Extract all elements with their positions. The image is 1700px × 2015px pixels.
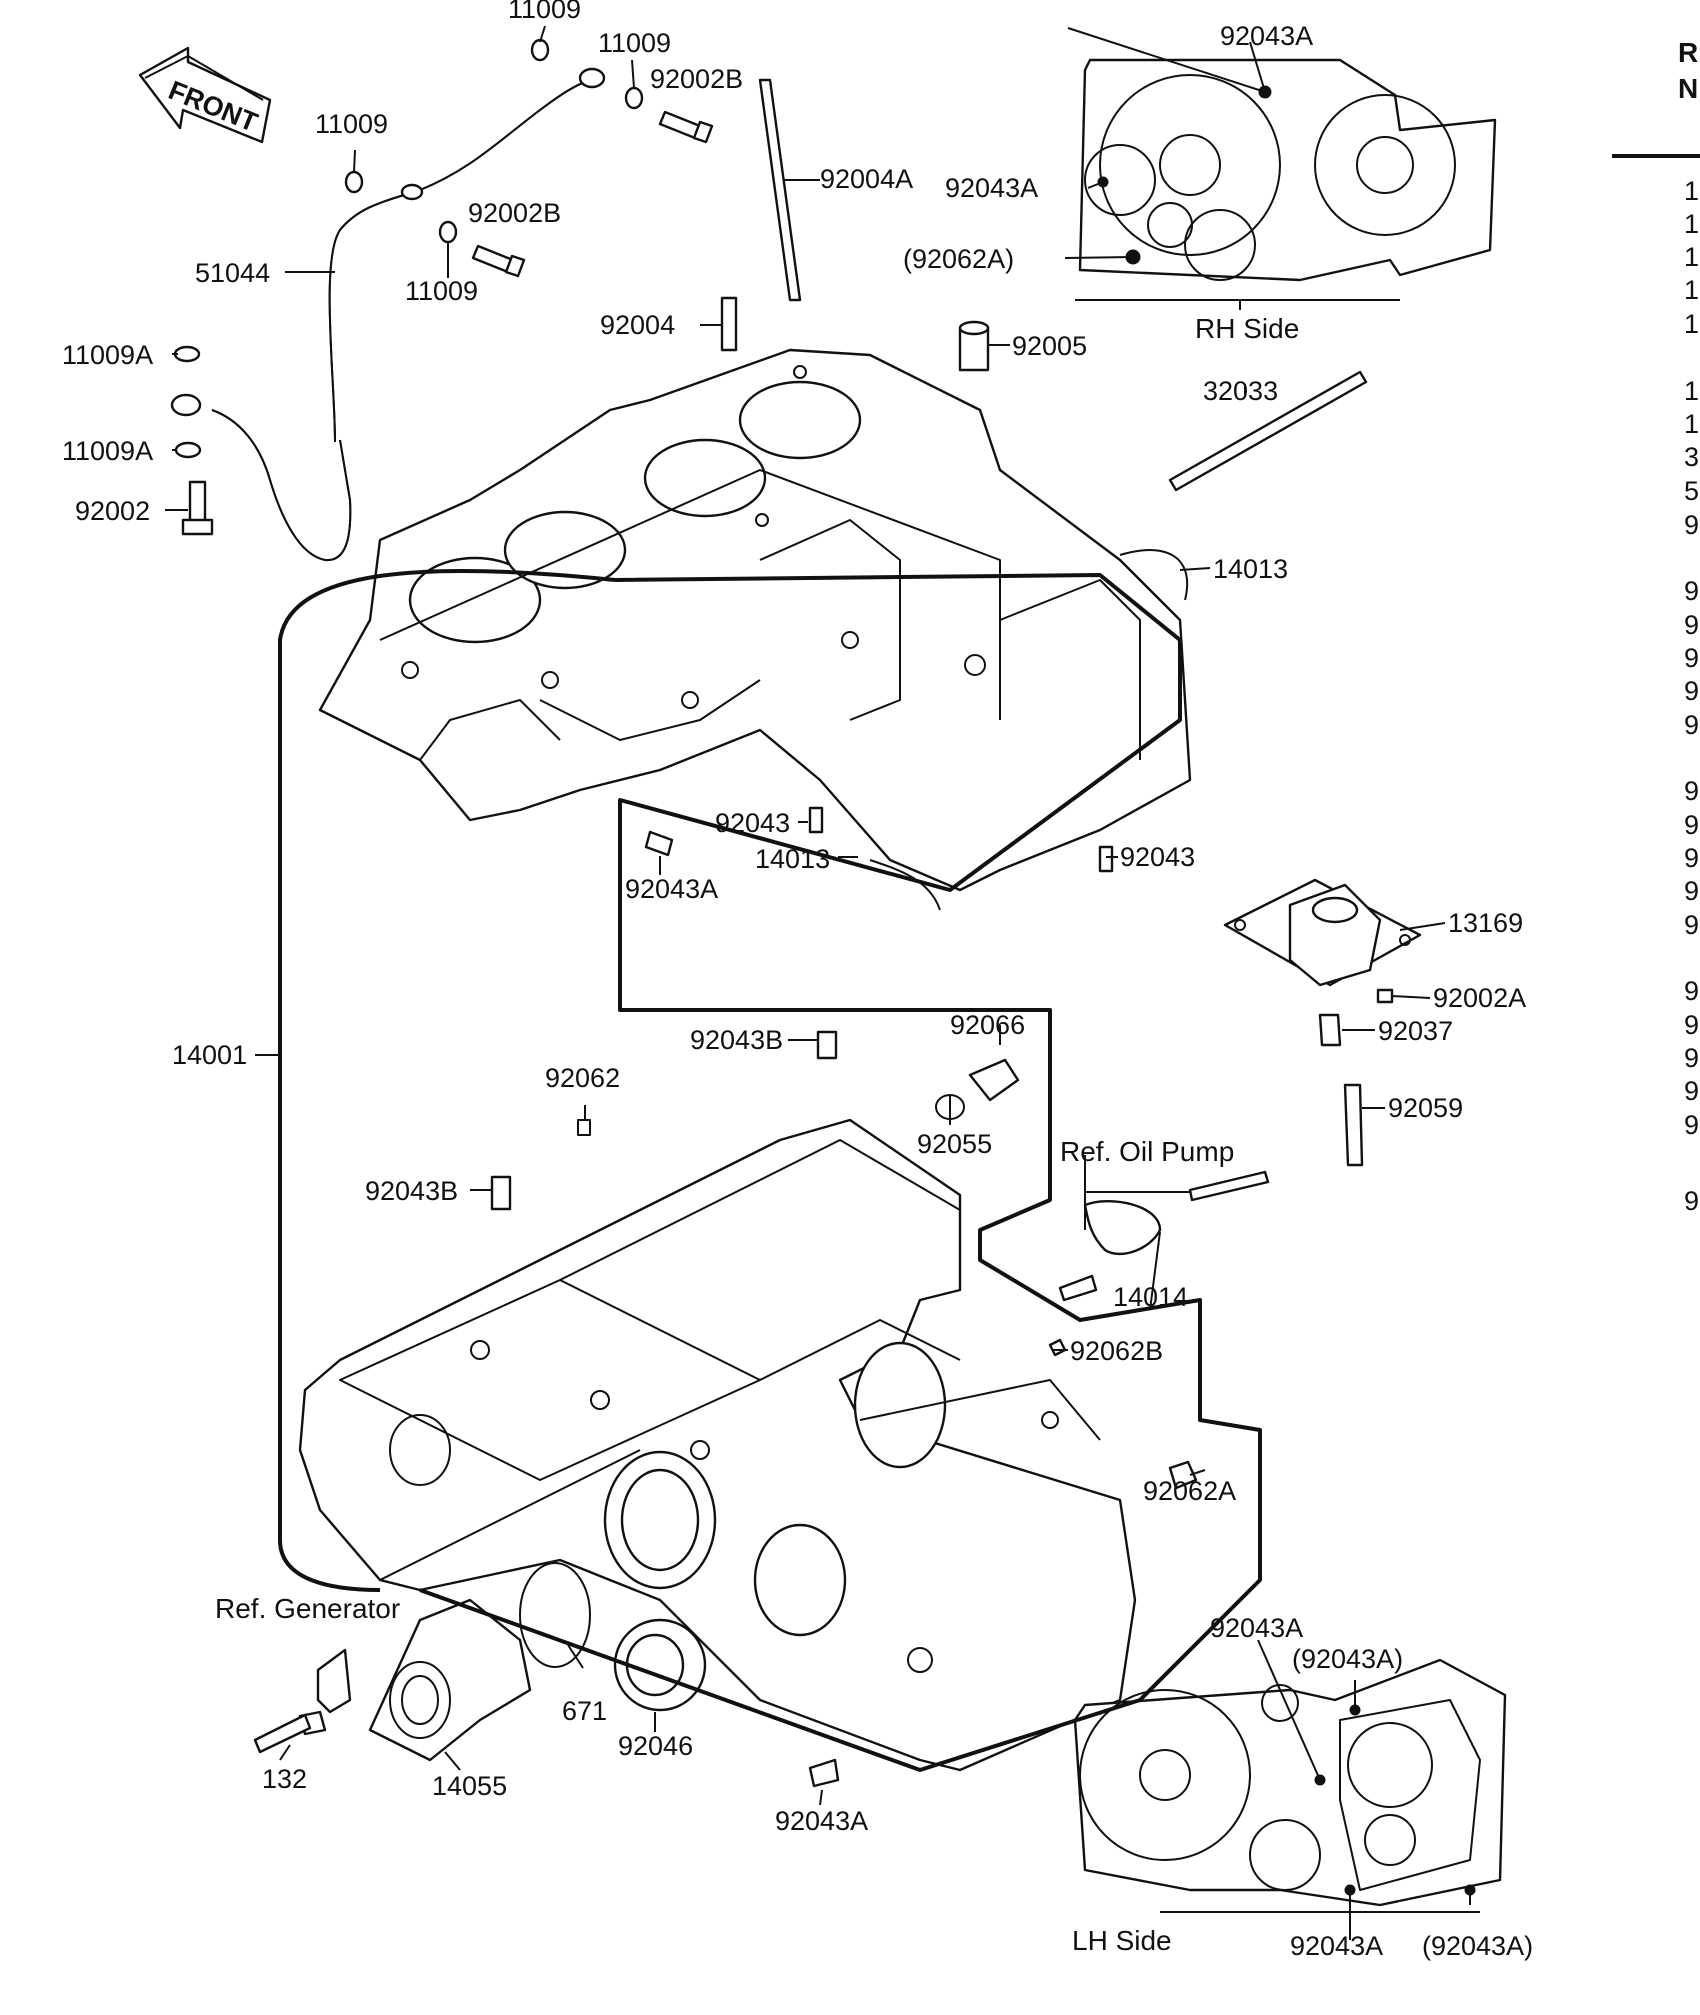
column-digit: 9 xyxy=(1684,1186,1699,1216)
column-digit: 9 xyxy=(1684,910,1699,940)
label-51044: 51044 xyxy=(195,258,270,288)
column-head-2: N xyxy=(1678,73,1698,104)
label-11009A-b: 11009A xyxy=(62,436,153,466)
label-lh-92043A-d: (92043A) xyxy=(1422,1931,1533,1961)
label-rh-side: RH Side xyxy=(1195,313,1299,344)
label-92046: 92046 xyxy=(618,1731,693,1761)
label-92002A: 92002A xyxy=(1433,983,1526,1013)
column-digit: 9 xyxy=(1684,1110,1699,1140)
column-digit: 9 xyxy=(1684,776,1699,806)
column-digit: 9 xyxy=(1684,676,1699,706)
column-digit: 9 xyxy=(1684,1076,1699,1106)
column-digit: 9 xyxy=(1684,510,1699,540)
column-digit: 9 xyxy=(1684,576,1699,606)
part-labels: 11009 11009 92002B 11009 92002B 11009 51… xyxy=(62,0,1533,1961)
label-92062: 92062 xyxy=(545,1063,620,1093)
oil-hose xyxy=(170,67,606,562)
column-digit: 9 xyxy=(1684,876,1699,906)
column-digit: 9 xyxy=(1684,610,1699,640)
label-92062B: 92062B xyxy=(1070,1336,1163,1366)
label-92005: 92005 xyxy=(1012,331,1087,361)
label-13169: 13169 xyxy=(1448,908,1523,938)
lh-side-inset xyxy=(1073,1658,1507,1907)
label-14001: 14001 xyxy=(172,1040,247,1070)
column-digit: 5 xyxy=(1684,476,1699,506)
column-digit: 9 xyxy=(1684,976,1699,1006)
label-671: 671 xyxy=(562,1696,607,1726)
label-32033: 32033 xyxy=(1203,376,1278,406)
label-92043B-a: 92043B xyxy=(690,1025,783,1055)
label-14014: 14014 xyxy=(1113,1282,1188,1312)
label-92002B-a: 92002B xyxy=(650,64,743,94)
label-92043A-up: 92043A xyxy=(625,874,718,904)
column-digit: 1 xyxy=(1684,242,1699,272)
label-11009-top: 11009 xyxy=(508,0,581,24)
label-ref-generator: Ref. Generator xyxy=(215,1593,400,1624)
bearing-shells xyxy=(869,549,1189,911)
dowels-upper xyxy=(644,806,1114,873)
column-digit: 1 xyxy=(1684,309,1699,339)
label-lh-92043A-a: 92043A xyxy=(1210,1613,1303,1643)
label-92059: 92059 xyxy=(1388,1093,1463,1123)
oil-pump xyxy=(1223,878,1422,1167)
label-92043A-low: 92043A xyxy=(775,1806,868,1836)
label-92037: 92037 xyxy=(1378,1016,1453,1046)
column-digit: 9 xyxy=(1684,1010,1699,1040)
column-digit: 9 xyxy=(1684,643,1699,673)
label-11009A-a: 11009A xyxy=(62,340,153,370)
generator-cover-parts xyxy=(253,1562,707,1762)
label-92043-b: 92043 xyxy=(1120,842,1195,872)
front-arrow-icon: FRONT xyxy=(138,46,272,144)
label-92062A: 92062A xyxy=(1143,1476,1236,1506)
column-head-1: R xyxy=(1678,37,1698,68)
upper-crankcase xyxy=(318,348,1192,892)
label-14013-b: 14013 xyxy=(755,844,830,874)
group-outline-upper xyxy=(278,568,1262,1772)
column-digit: 1 xyxy=(1684,275,1699,305)
label-11009-a: 11009 xyxy=(598,28,671,58)
column-digit: 1 xyxy=(1684,209,1699,239)
column-digit: 1 xyxy=(1684,409,1699,439)
label-92002B-b: 92002B xyxy=(468,198,561,228)
label-14013-a: 14013 xyxy=(1213,554,1288,584)
column-digit: 3 xyxy=(1684,442,1699,472)
column-digit: 9 xyxy=(1684,710,1699,740)
column-digit: 9 xyxy=(1684,843,1699,873)
rh-side-inset xyxy=(1078,58,1497,282)
label-92043-a: 92043 xyxy=(715,808,790,838)
label-132: 132 xyxy=(262,1764,307,1794)
label-rh-92043A-a: 92043A xyxy=(1220,21,1313,51)
label-92043B-b: 92043B xyxy=(365,1176,458,1206)
label-lh-92043A-c: 92043A xyxy=(1290,1931,1383,1961)
column-digit: 1 xyxy=(1684,376,1699,406)
column-digit: 1 xyxy=(1684,176,1699,206)
label-92055: 92055 xyxy=(917,1129,992,1159)
label-92002: 92002 xyxy=(75,496,150,526)
label-ref-oil-pump: Ref. Oil Pump xyxy=(1060,1136,1234,1167)
column-digit: 9 xyxy=(1684,1043,1699,1073)
label-rh-92043A-b: 92043A xyxy=(945,173,1038,203)
label-92066: 92066 xyxy=(950,1010,1025,1040)
label-rh-92062A: (92062A) xyxy=(903,244,1014,274)
lower-small-parts xyxy=(298,1030,1270,1788)
label-lh-side: LH Side xyxy=(1072,1925,1172,1956)
studs xyxy=(720,78,1368,492)
column-digit: 9 xyxy=(1684,810,1699,840)
label-11009-b: 11009 xyxy=(315,109,388,139)
label-92004: 92004 xyxy=(600,310,675,340)
label-14055: 14055 xyxy=(432,1771,507,1801)
label-lh-92043A-b: (92043A) xyxy=(1292,1644,1403,1674)
label-92004A: 92004A xyxy=(820,164,913,194)
lower-crankcase xyxy=(298,1118,1137,1772)
leader-lines xyxy=(165,25,1480,1940)
label-11009-c: 11009 xyxy=(405,276,478,306)
